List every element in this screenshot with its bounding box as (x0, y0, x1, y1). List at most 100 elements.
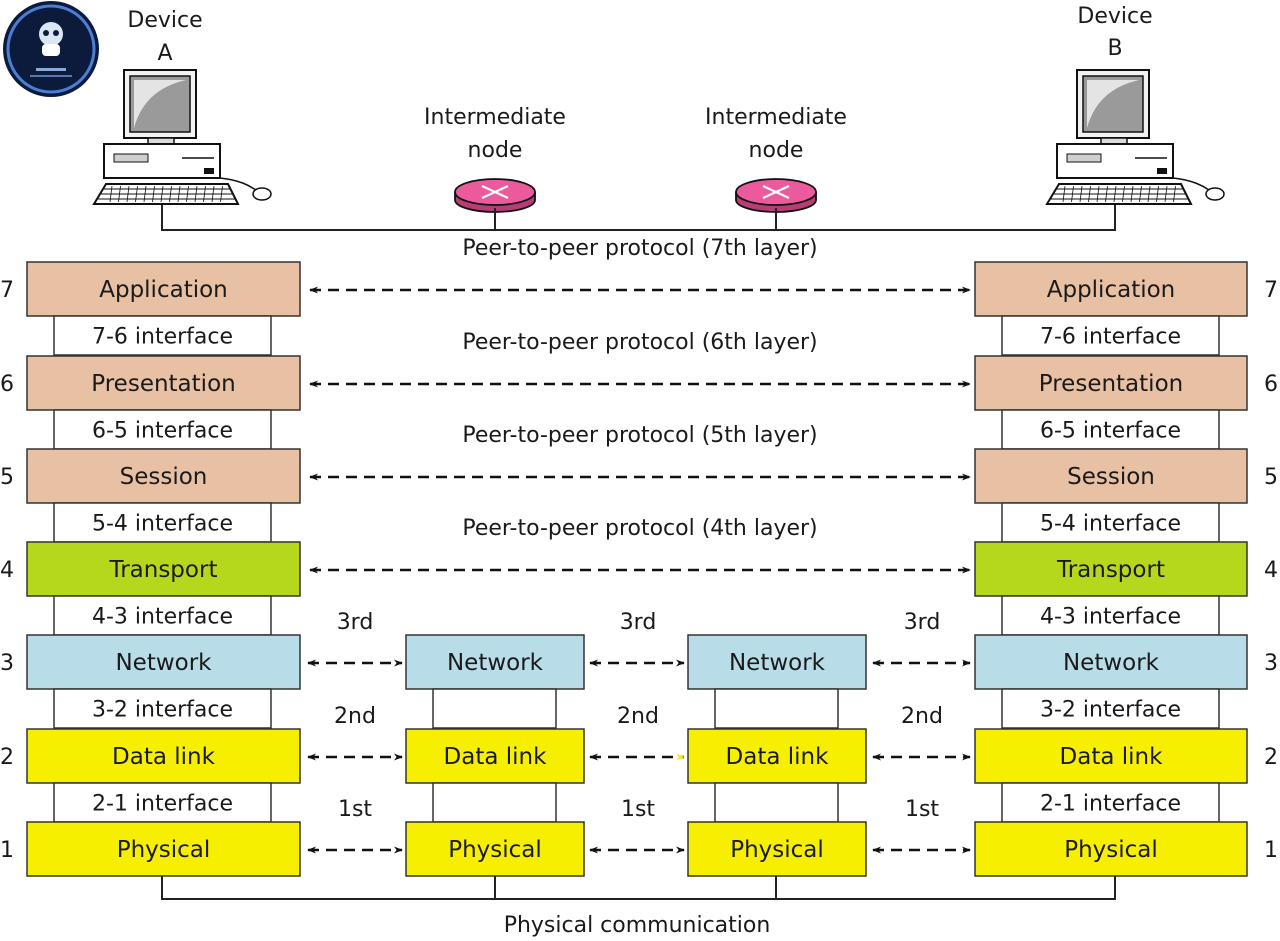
device-b-interface-7: 7-6 interface (1001, 315, 1220, 356)
device-b-interface-4: 4-3 interface (1001, 595, 1220, 636)
device-a-interface-6-label: 6-5 interface (92, 419, 233, 444)
device-a-layer-physical-label: Physical (117, 837, 211, 863)
hop-label-layer-2-seg-2: 2nd (617, 704, 659, 729)
node-1-interface-3 (432, 688, 557, 729)
router-2-icon (735, 178, 817, 213)
device-a-layer-application-label: Application (99, 277, 228, 303)
physical-link-line (161, 876, 1116, 900)
device-b-layer-transport-label: Transport (1056, 557, 1165, 583)
device-b-layer-datalink: Data link (974, 728, 1248, 784)
node-2-layer-physical-label: Physical (730, 837, 824, 863)
device-a-layer-presentation: Presentation (26, 355, 301, 411)
hop-label-layer-1-seg-3: 1st (905, 797, 939, 822)
router-1-icon (454, 178, 536, 213)
robot-head-icon (39, 22, 63, 46)
node-2-interface-2 (714, 782, 839, 823)
device-a-layer-datalink-label: Data link (112, 744, 216, 770)
layer-number-left-2: 2 (0, 745, 14, 770)
device-b-layer-network-label: Network (1063, 650, 1160, 676)
hop-label-layer-2-seg-1: 2nd (334, 704, 376, 729)
node-1-sublabel: node (468, 138, 523, 163)
device-a-interface-5-label: 5-4 interface (92, 512, 233, 537)
device-a-interface-2-label: 2-1 interface (92, 792, 233, 817)
device-a-interface-5: 5-4 interface (53, 502, 272, 543)
device-a-layer-network-label: Network (115, 650, 212, 676)
device-b-interface-4-label: 4-3 interface (1040, 605, 1181, 630)
device-a-letter: A (157, 41, 172, 66)
layer-number-left-6: 6 (0, 372, 14, 397)
hop-label-layer-2-seg-3: 2nd (901, 704, 943, 729)
node-2-layer-network-label: Network (729, 650, 826, 676)
device-a-interface-3: 3-2 interface (53, 688, 272, 729)
node-2-layer-datalink: Data link (687, 728, 867, 784)
device-b-layer-presentation: Presentation (974, 355, 1248, 411)
device-b-layer-presentation-label: Presentation (1039, 371, 1183, 397)
device-b-layer-physical-label: Physical (1064, 837, 1158, 863)
device-b-interface-5: 5-4 interface (1001, 502, 1220, 543)
node-2-sublabel: node (749, 138, 804, 163)
device-b-interface-3-label: 3-2 interface (1040, 698, 1181, 723)
layer-number-right-1: 1 (1264, 838, 1278, 863)
device-b-layer-session-label: Session (1067, 464, 1155, 490)
peer-protocol-label-6: Peer-to-peer protocol (6th layer) (462, 330, 817, 355)
layer-number-right-4: 4 (1264, 558, 1278, 583)
device-a-layer-session-label: Session (120, 464, 208, 490)
layer-number-left-7: 7 (0, 278, 14, 303)
hop-label-layer-3-seg-3: 3rd (904, 610, 941, 635)
peer-protocol-label-4: Peer-to-peer protocol (4th layer) (462, 516, 817, 541)
layer-number-right-2: 2 (1264, 745, 1278, 770)
node-2-layer-datalink-label: Data link (726, 744, 830, 770)
physical-communication-label: Physical communication (504, 913, 771, 938)
node-1-layer-physical: Physical (405, 821, 585, 877)
device-b-layer-application: Application (974, 261, 1248, 317)
node-2-layer-physical: Physical (687, 821, 867, 877)
device-a-layer-transport-label: Transport (109, 557, 218, 583)
hop-label-layer-3-seg-1: 3rd (337, 610, 374, 635)
device-b-label: Device (1077, 4, 1152, 29)
device-a-interface-4-label: 4-3 interface (92, 605, 233, 630)
layer-number-left-4: 4 (0, 558, 14, 583)
protocol-arrows: Peer-to-peer protocol (7th layer)Peer-to… (307, 236, 971, 854)
node-1-layer-physical-label: Physical (448, 837, 542, 863)
device-b-interface-2-label: 2-1 interface (1040, 792, 1181, 817)
device-b-interface-6: 6-5 interface (1001, 409, 1220, 450)
device-a-layer-datalink: Data link (26, 728, 301, 784)
device-b-layer-physical: Physical (974, 821, 1248, 877)
device-b-interface-3: 3-2 interface (1001, 688, 1220, 729)
device-b-interface-7-label: 7-6 interface (1040, 325, 1181, 350)
node-1-layer-network: Network (405, 634, 585, 690)
device-b-layer-application-label: Application (1047, 277, 1176, 303)
layer-number-left-5: 5 (0, 465, 14, 490)
layer-number-right-5: 5 (1264, 465, 1278, 490)
device-a-layer-network: Network (26, 634, 301, 690)
top-link-line (161, 205, 1116, 231)
device-a-layer-transport: Transport (26, 541, 301, 597)
node-2-interface-3 (714, 688, 839, 729)
hop-label-layer-1-seg-2: 1st (621, 797, 655, 822)
device-a-layer-session: Session (26, 448, 301, 504)
hop-label-layer-3-seg-2: 3rd (620, 610, 657, 635)
device-a-interface-2: 2-1 interface (53, 782, 272, 823)
layer-number-right-3: 3 (1264, 651, 1278, 676)
node-1-layer-datalink-label: Data link (444, 744, 548, 770)
device-b-interface-2: 2-1 interface (1001, 782, 1220, 823)
node-1-interface-2 (432, 782, 557, 823)
device-a-interface-7: 7-6 interface (53, 315, 272, 356)
device-b-letter: B (1107, 36, 1122, 61)
device-a-interface-7-label: 7-6 interface (92, 325, 233, 350)
hop-label-layer-1-seg-1: 1st (338, 797, 372, 822)
peer-protocol-label-5: Peer-to-peer protocol (5th layer) (462, 423, 817, 448)
device-a-interface-3-label: 3-2 interface (92, 698, 233, 723)
device-a-layer-physical: Physical (26, 821, 301, 877)
device-b-layer-transport: Transport (974, 541, 1248, 597)
node-1-layer-datalink: Data link (405, 728, 585, 784)
brand-logo (3, 1, 99, 97)
layer-number-right-6: 6 (1264, 372, 1278, 397)
node-1-label: Intermediate (424, 105, 566, 130)
device-a-interface-6: 6-5 interface (53, 409, 272, 450)
computer-a-icon (92, 69, 272, 205)
device-a-label: Device (127, 8, 202, 33)
computer-b-icon (1045, 69, 1225, 205)
